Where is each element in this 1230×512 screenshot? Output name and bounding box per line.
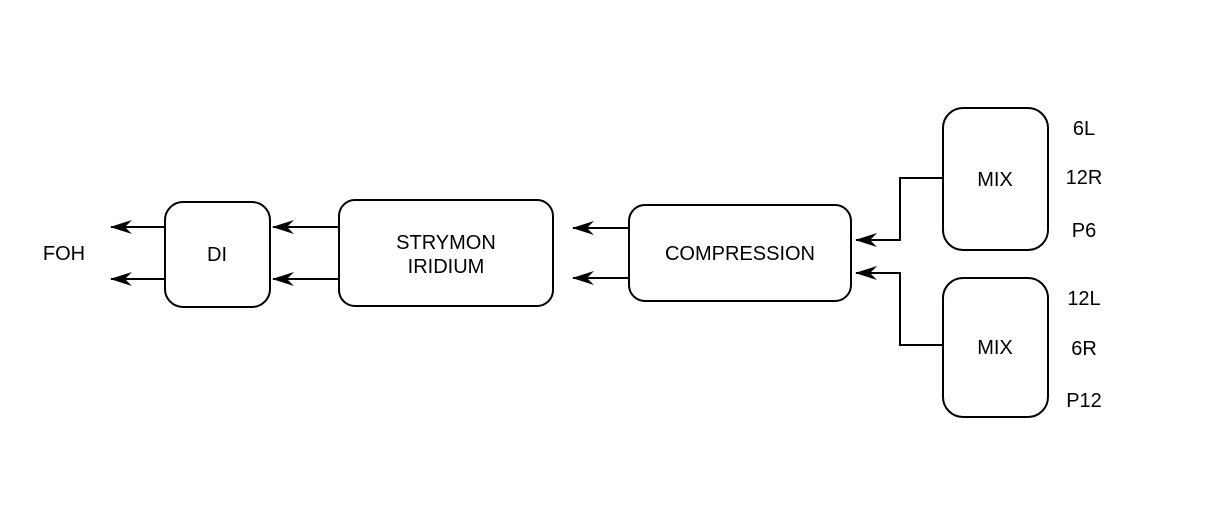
connectors <box>110 177 943 346</box>
mix-bottom-port-1: 12L <box>1067 288 1100 310</box>
arrow-mixbottom-to-compression <box>855 266 943 346</box>
mix-top-port-1: 6L <box>1073 118 1095 140</box>
mix-bottom-box <box>942 277 1049 418</box>
node-shapes <box>164 107 1049 418</box>
mix-top-port-2: 12R <box>1066 167 1103 189</box>
mix-top-box <box>942 107 1049 251</box>
arrow-mixtop-to-compression <box>855 177 943 247</box>
strymon-label-line1: STRYMON <box>396 232 496 254</box>
mix-top-label: MIX <box>977 169 1013 191</box>
compression-label: COMPRESSION <box>665 243 815 265</box>
di-box <box>164 201 271 308</box>
mix-top-port-3: P6 <box>1072 220 1096 242</box>
mix-bottom-port-3: P12 <box>1066 390 1102 412</box>
mix-bottom-label: MIX <box>977 337 1013 359</box>
strymon-iridium-box <box>338 199 554 307</box>
labels: FOH DI STRYMON IRIDIUM COMPRESSION MIX M… <box>43 118 1102 412</box>
compression-box <box>628 204 852 302</box>
strymon-label-line2: IRIDIUM <box>408 256 485 278</box>
foh-label: FOH <box>43 243 85 265</box>
mix-bottom-port-2: 6R <box>1071 338 1097 360</box>
di-label: DI <box>207 244 227 266</box>
